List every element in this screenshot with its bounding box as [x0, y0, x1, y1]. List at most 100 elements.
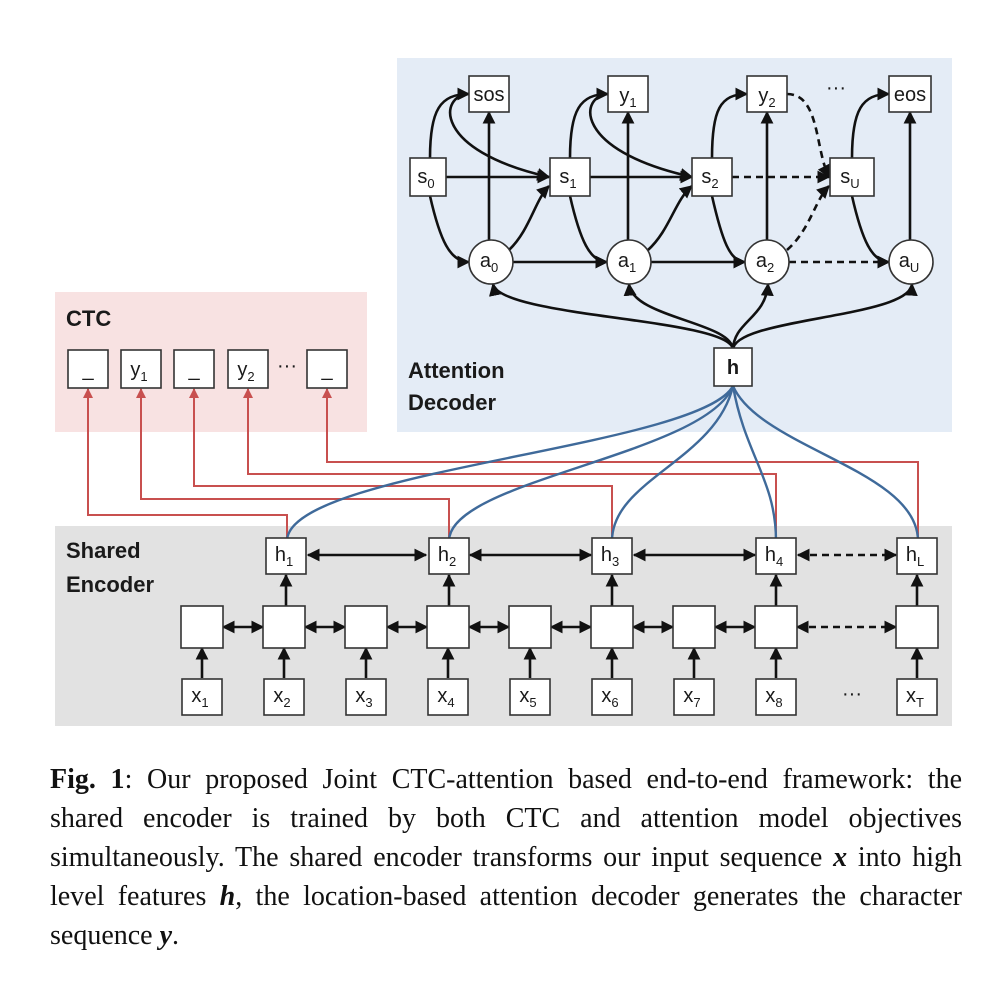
h-to-au-arrow: [731, 282, 918, 351]
attention-connection-lines: [285, 385, 920, 542]
ctc-y1-label: y1: [130, 359, 147, 384]
encoder-unit-5: [508, 605, 552, 649]
caption-var-y: y: [159, 920, 173, 951]
s1-to-y1-arrow: [568, 87, 610, 159]
decoder-fanout-arrows: [489, 282, 918, 351]
input-x5-box: [509, 678, 551, 716]
input-xt-box: [896, 678, 938, 716]
a1-to-s2-arrow: [647, 184, 694, 251]
y2-to-su-arrow: [786, 92, 831, 179]
ctc-line-2: [136, 388, 450, 541]
ctc-blank-3-box: [306, 349, 348, 389]
input-x5-label: x5: [519, 685, 536, 710]
joint-ctc-attention-diagram: CTC Attention Decoder Shared Encoder: [55, 58, 952, 726]
ctc-blank-1-label: _: [81, 359, 94, 381]
output-y1-label: y1: [619, 85, 636, 110]
encoder-unit-8: [754, 605, 798, 649]
output-sos-label: sos: [473, 84, 504, 106]
a0-to-s1-arrow: [508, 185, 550, 251]
s1-to-a1-arrow: [568, 195, 609, 269]
hidden-hl-box: [896, 537, 938, 575]
ctc-y1-box: [120, 349, 162, 389]
decoder-attention-circles: [468, 239, 934, 285]
a2-to-su-loop-arrow: [786, 185, 830, 251]
hidden-h2-box: [428, 537, 470, 575]
input-x6-label: x6: [601, 685, 618, 710]
output-ellipsis: ···: [826, 77, 846, 99]
output-y2-label: y2: [758, 85, 775, 110]
caption-text-4: .: [172, 920, 180, 951]
encoder-blank-boxes: [180, 605, 939, 649]
su-to-eos-arrow: [850, 87, 891, 159]
ctc-blank-3-label: _: [320, 359, 333, 381]
state-s2-label: s2: [701, 166, 718, 191]
ctc-y2-label: y2: [237, 359, 254, 384]
shared-encoder-title-line1: Shared: [66, 538, 141, 563]
s0-to-a0-arrow: [428, 195, 471, 269]
decoder-output-boxes: [468, 75, 932, 113]
encoder-unit-3: [344, 605, 388, 649]
encoder-arrows: [195, 548, 924, 678]
s2-to-y2-arrow: [710, 87, 749, 159]
state-s1-label: s1: [559, 166, 576, 191]
attention-a1-label: a1: [618, 250, 636, 275]
figure-caption: Fig. 1: Our proposed Joint CTC-attention…: [50, 760, 962, 955]
output-sos-box: [468, 75, 510, 113]
ctc-output-boxes: [67, 349, 348, 389]
decoder-state-boxes: [409, 157, 875, 197]
attention-line-4: [731, 385, 778, 542]
state-s1-box: [549, 157, 591, 197]
input-x1-box: [181, 678, 223, 716]
caption-text-1: : Our proposed Joint CTC-attention based…: [50, 764, 962, 873]
caption-text-2: into high level features: [50, 842, 962, 912]
encoder-hidden-boxes: [265, 537, 938, 575]
input-ellipsis: ···: [842, 683, 862, 705]
state-su-box: [829, 157, 875, 197]
attention-au-circle: [888, 239, 934, 285]
encoder-unit-6: [590, 605, 634, 649]
input-x4-box: [427, 678, 469, 716]
ctc-blank-2-label: _: [187, 359, 200, 381]
h-feature-label: h: [727, 357, 739, 379]
input-x3-label: x3: [355, 685, 372, 710]
attention-a2-circle: [744, 239, 790, 285]
output-eos-box: [888, 75, 932, 113]
attention-a0-circle: [468, 239, 514, 285]
encoder-unit-7: [672, 605, 716, 649]
hidden-h4-box: [755, 537, 797, 575]
ctc-line-1: [83, 388, 288, 541]
input-x6-box: [591, 678, 633, 716]
input-x8-label: x8: [765, 685, 782, 710]
input-x7-box: [673, 678, 715, 716]
attention-line-2: [447, 385, 735, 542]
output-y2-box: [746, 75, 788, 113]
h-to-a0-arrow: [489, 282, 735, 351]
h-to-a1-arrow: [623, 282, 735, 351]
input-x7-label: x7: [683, 685, 700, 710]
input-x2-box: [263, 678, 305, 716]
h-feature-box: [713, 347, 753, 387]
ctc-line-4: [243, 388, 777, 541]
input-x3-box: [345, 678, 387, 716]
ctc-connection-lines: [83, 388, 919, 541]
su-to-au-arrow: [850, 195, 891, 269]
attention-decoder-title-line2: Decoder: [408, 390, 496, 415]
output-y1-box: [607, 75, 649, 113]
input-x1-label: x1: [191, 685, 208, 710]
shared-encoder-title-line2: Encoder: [66, 572, 154, 597]
ctc-title: CTC: [66, 306, 111, 331]
input-x2-label: x2: [273, 685, 290, 710]
ctc-blank-2-box: [173, 349, 215, 389]
encoder-unit-t: [895, 605, 939, 649]
input-x4-label: x4: [437, 685, 454, 710]
hidden-h1-box: [265, 537, 307, 575]
caption-text-3: , the location-based attention decoder g…: [50, 881, 962, 951]
hidden-h1-label: h1: [275, 544, 293, 569]
hidden-hl-label: hL: [906, 544, 924, 569]
hidden-h3-label: h3: [601, 544, 619, 569]
encoder-unit-4: [426, 605, 470, 649]
attention-au-label: aU: [899, 250, 920, 275]
state-s2-box: [691, 157, 733, 197]
encoder-input-boxes: [181, 678, 938, 716]
state-s0-label: s0: [417, 166, 434, 191]
